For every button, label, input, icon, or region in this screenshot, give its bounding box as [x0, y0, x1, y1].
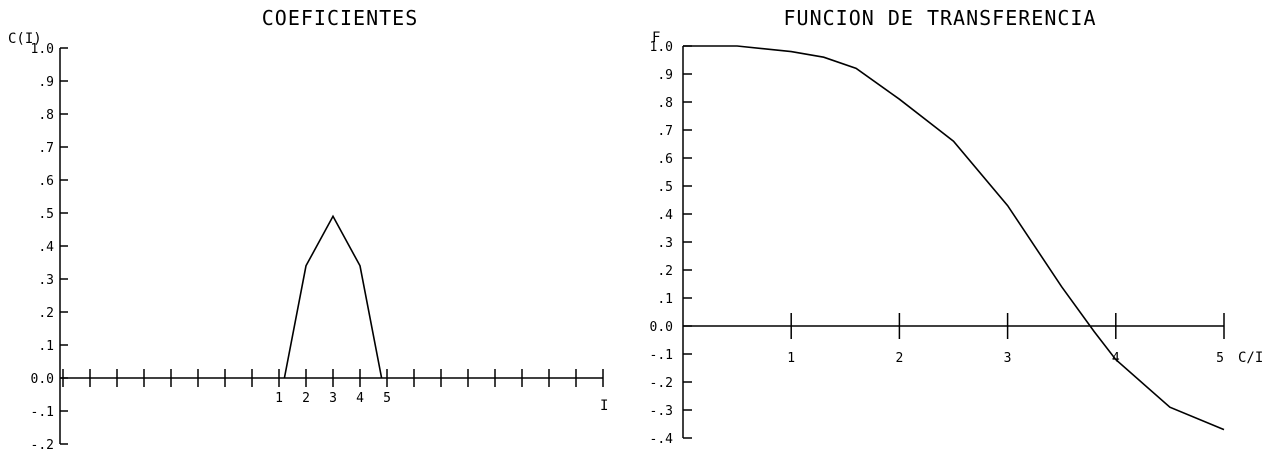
y-tick-label: .9 [657, 68, 673, 83]
y-tick-label: -.2 [650, 376, 673, 391]
y-tick-label: .8 [38, 108, 54, 123]
series-line [283, 214, 383, 379]
y-tick-label: .5 [657, 180, 673, 195]
y-tick-label: .4 [38, 240, 54, 255]
y-tick-label: .1 [657, 292, 673, 307]
y-tick-label: 1.0 [31, 42, 54, 57]
y-axis-label: C(I) [8, 31, 42, 47]
y-tick-label: .4 [657, 208, 673, 223]
y-tick-label: -.1 [31, 405, 54, 420]
y-tick-label: .2 [38, 306, 54, 321]
y-tick-label: -.2 [31, 438, 54, 453]
x-tick-label: 1 [275, 391, 283, 406]
y-tick-label: .6 [657, 152, 673, 167]
x-tick-label: 1 [787, 351, 795, 366]
y-tick-label: 0.0 [31, 372, 54, 387]
x-axis-label: C/I [1238, 350, 1263, 366]
coeficientes-chart: COEFICIENTES C(I) I 1.0 .9 .8 .7 .6 .5 .4 .3 .2.… [8, 6, 608, 453]
y-tick-label: .2 [657, 264, 673, 279]
y-tick-label: .8 [657, 96, 673, 111]
y-tick-label: -.1 [650, 348, 673, 363]
x-tick-label: 5 [1216, 351, 1224, 366]
y-tick-label: .1 [38, 339, 54, 354]
y-tick-label: .3 [38, 273, 54, 288]
series-line [683, 45, 1225, 431]
y-tick-label: .7 [657, 124, 673, 139]
y-tick-label: 0.0 [650, 320, 673, 335]
y-tick-label: .5 [38, 207, 54, 222]
y-axis-label: F [652, 30, 660, 46]
y-tick-label: -.4 [650, 432, 674, 447]
chart-title: COEFICIENTES [262, 6, 419, 30]
x-axis-label: I [600, 398, 608, 414]
y-tick-label: .7 [38, 141, 54, 156]
chart-title: FUNCION DE TRANSFERENCIA [784, 6, 1097, 30]
y-tick-label: .3 [657, 236, 673, 251]
funcion-transferencia-chart: FUNCION DE TRANSFERENCIA F C/I 1.0 .9 .8 .7… [650, 6, 1264, 447]
y-tick-label: -.3 [650, 404, 673, 419]
y-tick-label: .9 [38, 75, 54, 90]
x-tick-label: 5 [383, 391, 391, 406]
x-tick-label: 2 [895, 351, 903, 366]
y-tick-label: .6 [38, 174, 54, 189]
x-tick-label: 3 [1004, 351, 1012, 366]
y-tick-label: 1.0 [650, 40, 673, 55]
x-tick-label: 3 [329, 391, 337, 406]
x-tick-label: 2 [302, 391, 310, 406]
x-tick-label: 4 [356, 391, 364, 406]
